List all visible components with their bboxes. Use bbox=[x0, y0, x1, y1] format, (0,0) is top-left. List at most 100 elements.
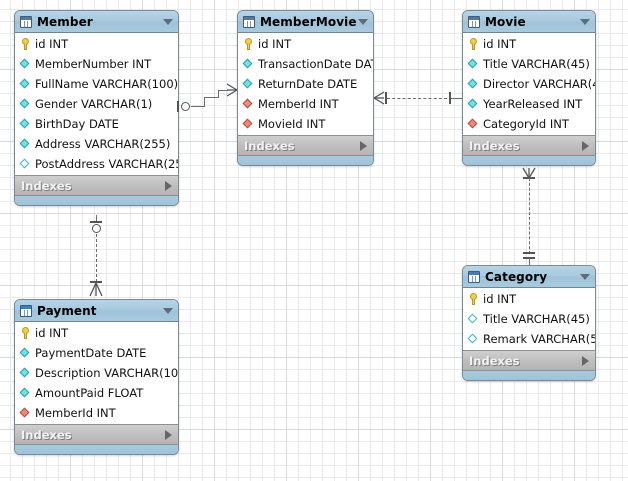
connector-segment bbox=[191, 106, 204, 107]
filled-diamond-icon bbox=[242, 78, 254, 90]
caret-right-icon[interactable] bbox=[582, 140, 589, 151]
hollow-diamond-icon bbox=[467, 313, 479, 325]
filled-diamond-icon bbox=[19, 78, 31, 90]
caret-right-icon[interactable] bbox=[165, 429, 172, 440]
column-row[interactable]: Gender VARCHAR(1) bbox=[15, 94, 178, 114]
column-row[interactable]: MemberId INT bbox=[238, 94, 373, 114]
column-label: FullName VARCHAR(100) bbox=[35, 77, 179, 91]
caret-right-icon[interactable] bbox=[582, 355, 589, 366]
table-bottom-strip bbox=[463, 370, 595, 380]
column-row[interactable]: Description VARCHAR(100) bbox=[15, 363, 178, 383]
column-row[interactable]: Remark VARCHAR(500) bbox=[463, 329, 595, 349]
indexes-bar-membermovie[interactable]: Indexes bbox=[238, 135, 373, 155]
table-bottom-strip bbox=[15, 444, 178, 454]
column-row[interactable]: TransactionDate DATE bbox=[238, 54, 373, 74]
table-header-member[interactable]: Member bbox=[15, 11, 178, 33]
column-label: YearReleased INT bbox=[483, 97, 583, 111]
table-header-payment[interactable]: Payment bbox=[15, 300, 178, 322]
filled-diamond-icon bbox=[242, 58, 254, 70]
column-label: Director VARCHAR(45) bbox=[483, 77, 595, 91]
column-row[interactable]: PostAddress VARCHAR(255) bbox=[15, 154, 178, 174]
foreign-key-diamond-icon bbox=[242, 118, 254, 130]
table-header-movie[interactable]: Movie bbox=[463, 11, 595, 33]
column-label: Gender VARCHAR(1) bbox=[35, 97, 153, 111]
caret-right-icon[interactable] bbox=[360, 140, 367, 151]
filled-diamond-icon bbox=[19, 58, 31, 70]
column-row[interactable]: ReturnDate DATE bbox=[238, 74, 373, 94]
column-row[interactable]: Director VARCHAR(45) bbox=[463, 74, 595, 94]
table-header-membermovie[interactable]: MemberMovie bbox=[238, 11, 373, 33]
column-row[interactable]: PaymentDate DATE bbox=[15, 343, 178, 363]
cardinality-zero-circle bbox=[181, 102, 190, 111]
column-label: id INT bbox=[258, 37, 292, 51]
connector-segment bbox=[529, 258, 530, 266]
crowsfoot-icon bbox=[89, 282, 103, 297]
table-membermovie[interactable]: MemberMovie id INT TransactionDate DATE Ret… bbox=[237, 10, 374, 166]
column-label: ReturnDate DATE bbox=[258, 77, 358, 91]
cardinality-one-bar bbox=[385, 92, 387, 104]
column-row[interactable]: id INT bbox=[15, 323, 178, 343]
column-label: PostAddress VARCHAR(255) bbox=[35, 157, 179, 171]
caret-down-icon[interactable] bbox=[163, 18, 173, 25]
table-title: Category bbox=[485, 269, 548, 284]
table-movie[interactable]: Movie id INT Title VARCHAR(45) Director VAR… bbox=[462, 10, 596, 166]
column-label: id INT bbox=[483, 37, 517, 51]
filled-diamond-icon bbox=[19, 347, 31, 359]
column-row[interactable]: AmountPaid FLOAT bbox=[15, 383, 178, 403]
filled-diamond-icon bbox=[19, 118, 31, 130]
filled-diamond-icon bbox=[467, 58, 479, 70]
indexes-bar-payment[interactable]: Indexes bbox=[15, 424, 178, 444]
indexes-label: Indexes bbox=[244, 138, 295, 153]
connector-segment bbox=[96, 234, 97, 282]
table-title: MemberMovie bbox=[260, 14, 357, 29]
column-row[interactable]: id INT bbox=[238, 34, 373, 54]
column-row[interactable]: id INT bbox=[463, 34, 595, 54]
cardinality-one-bar bbox=[523, 252, 535, 254]
column-row[interactable]: id INT bbox=[15, 34, 178, 54]
filled-diamond-icon bbox=[19, 138, 31, 150]
hollow-diamond-icon bbox=[19, 158, 31, 170]
column-label: BirthDay DATE bbox=[35, 117, 119, 131]
crowsfoot-icon bbox=[373, 91, 385, 105]
column-row[interactable]: Title VARCHAR(45) bbox=[463, 309, 595, 329]
filled-diamond-icon bbox=[467, 98, 479, 110]
table-title: Member bbox=[37, 14, 93, 29]
column-row[interactable]: MovieId INT bbox=[238, 114, 373, 134]
column-label: Description VARCHAR(100) bbox=[35, 366, 179, 380]
column-row[interactable]: FullName VARCHAR(100) bbox=[15, 74, 178, 94]
indexes-label: Indexes bbox=[469, 138, 520, 153]
column-row[interactable]: Address VARCHAR(255) bbox=[15, 134, 178, 154]
column-list-membermovie: id INT TransactionDate DATE ReturnDate DAT… bbox=[238, 33, 373, 135]
column-row[interactable]: YearReleased INT bbox=[463, 94, 595, 114]
caret-down-icon[interactable] bbox=[580, 273, 590, 280]
indexes-label: Indexes bbox=[21, 178, 72, 193]
table-header-category[interactable]: Category bbox=[463, 266, 595, 288]
caret-down-icon[interactable] bbox=[163, 307, 173, 314]
indexes-bar-category[interactable]: Indexes bbox=[463, 350, 595, 370]
column-row[interactable]: id INT bbox=[463, 289, 595, 309]
column-label: Remark VARCHAR(500) bbox=[483, 332, 596, 346]
connector-segment bbox=[387, 98, 447, 99]
foreign-key-diamond-icon bbox=[467, 118, 479, 130]
indexes-bar-movie[interactable]: Indexes bbox=[463, 135, 595, 155]
column-row[interactable]: Title VARCHAR(45) bbox=[463, 54, 595, 74]
cardinality-zero-circle bbox=[92, 224, 101, 233]
column-row[interactable]: CategoryId INT bbox=[463, 114, 595, 134]
caret-down-icon[interactable] bbox=[580, 18, 590, 25]
caret-right-icon[interactable] bbox=[165, 180, 172, 191]
caret-down-icon[interactable] bbox=[358, 18, 368, 25]
column-row[interactable]: MemberId INT bbox=[15, 403, 178, 423]
column-row[interactable]: MemberNumber INT bbox=[15, 54, 178, 74]
table-icon bbox=[20, 15, 32, 28]
table-bottom-strip bbox=[238, 155, 373, 165]
column-row[interactable]: BirthDay DATE bbox=[15, 114, 178, 134]
indexes-bar-member[interactable]: Indexes bbox=[15, 175, 178, 195]
table-icon bbox=[468, 270, 480, 283]
